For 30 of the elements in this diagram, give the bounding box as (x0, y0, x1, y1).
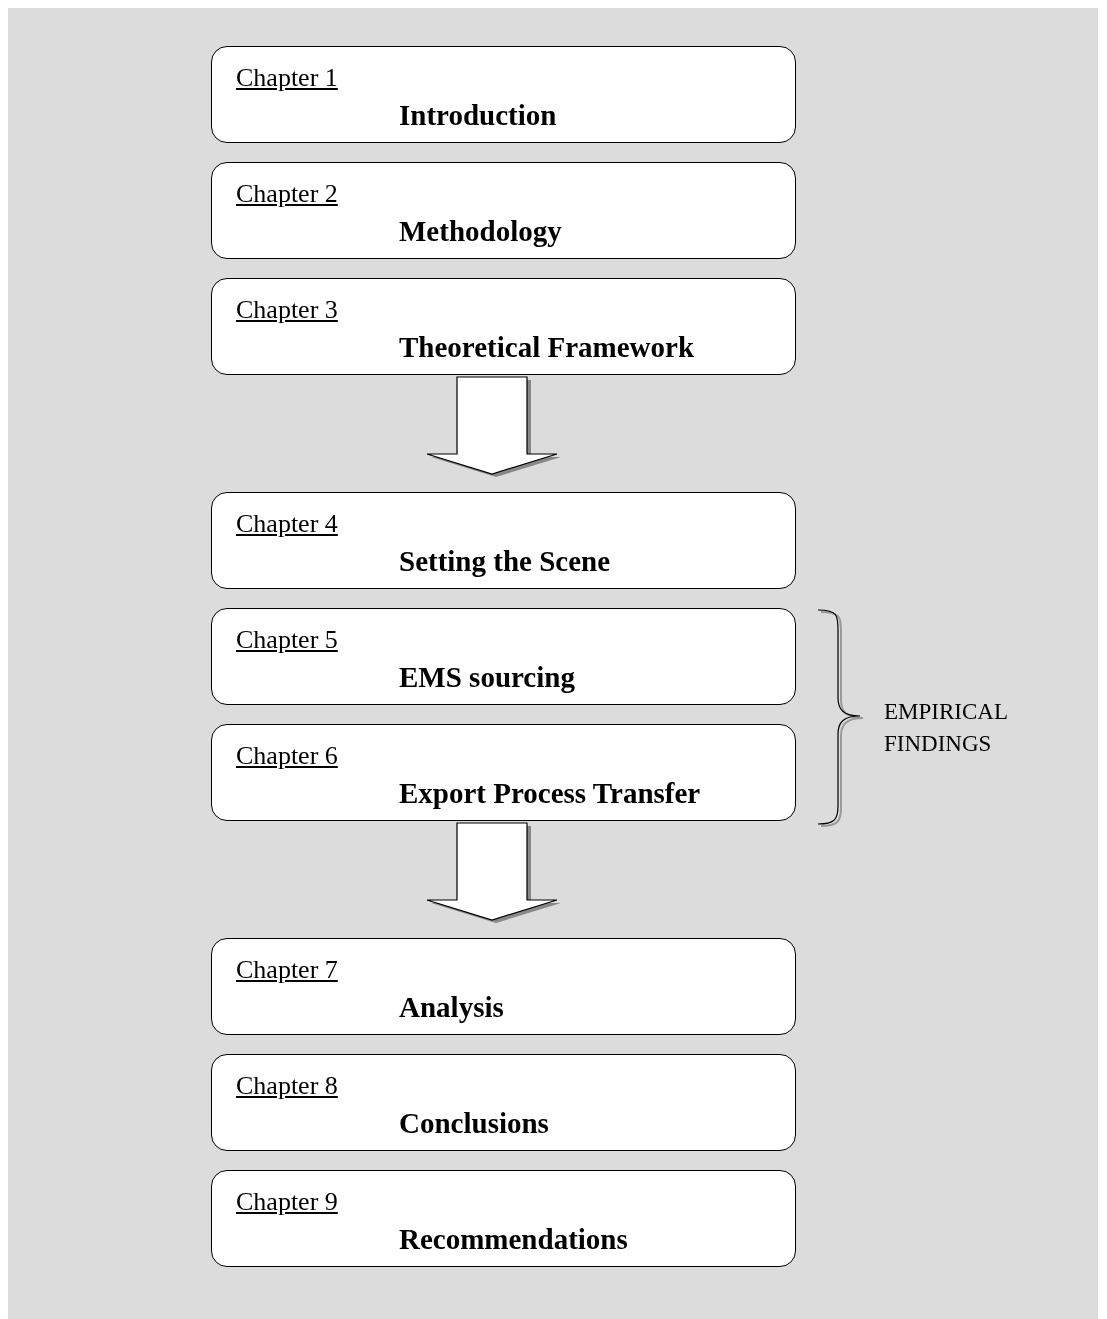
chapter-number: Chapter 8 (236, 1071, 338, 1101)
chapter-box (211, 938, 796, 1035)
chapter-title: Conclusions (399, 1107, 549, 1140)
chapter-title: Theoretical Framework (399, 331, 694, 364)
block-arrow (426, 376, 561, 477)
chapter-number: Chapter 3 (236, 295, 338, 325)
chapter-number: Chapter 1 (236, 63, 338, 93)
chapter-box (211, 162, 796, 259)
chapter-number: Chapter 5 (236, 625, 338, 655)
chapter-title: Export Process Transfer (399, 777, 701, 810)
chapter-box (211, 1054, 796, 1151)
chapter-box (211, 1170, 796, 1267)
chapter-box (211, 492, 796, 589)
chapter-title: Analysis (399, 991, 504, 1024)
chapter-number: Chapter 2 (236, 179, 338, 209)
chapter-box (211, 46, 796, 143)
chapter-number: Chapter 9 (236, 1187, 338, 1217)
chapter-title: Setting the Scene (399, 545, 611, 578)
chapter-number: Chapter 4 (236, 509, 338, 539)
chapter-number: Chapter 7 (236, 955, 338, 985)
block-arrow (426, 822, 561, 923)
chapter-box (211, 724, 796, 821)
chapter-box (211, 278, 796, 375)
chapter-title: Introduction (399, 99, 557, 132)
chapter-title: Methodology (399, 215, 562, 248)
bracket-label: EMPIRICAL FINDINGS (884, 698, 1009, 758)
chapter-box (211, 608, 796, 705)
chapter-number: Chapter 6 (236, 741, 338, 771)
chapter-title: EMS sourcing (399, 661, 575, 694)
chapter-title: Recommendations (399, 1223, 628, 1256)
